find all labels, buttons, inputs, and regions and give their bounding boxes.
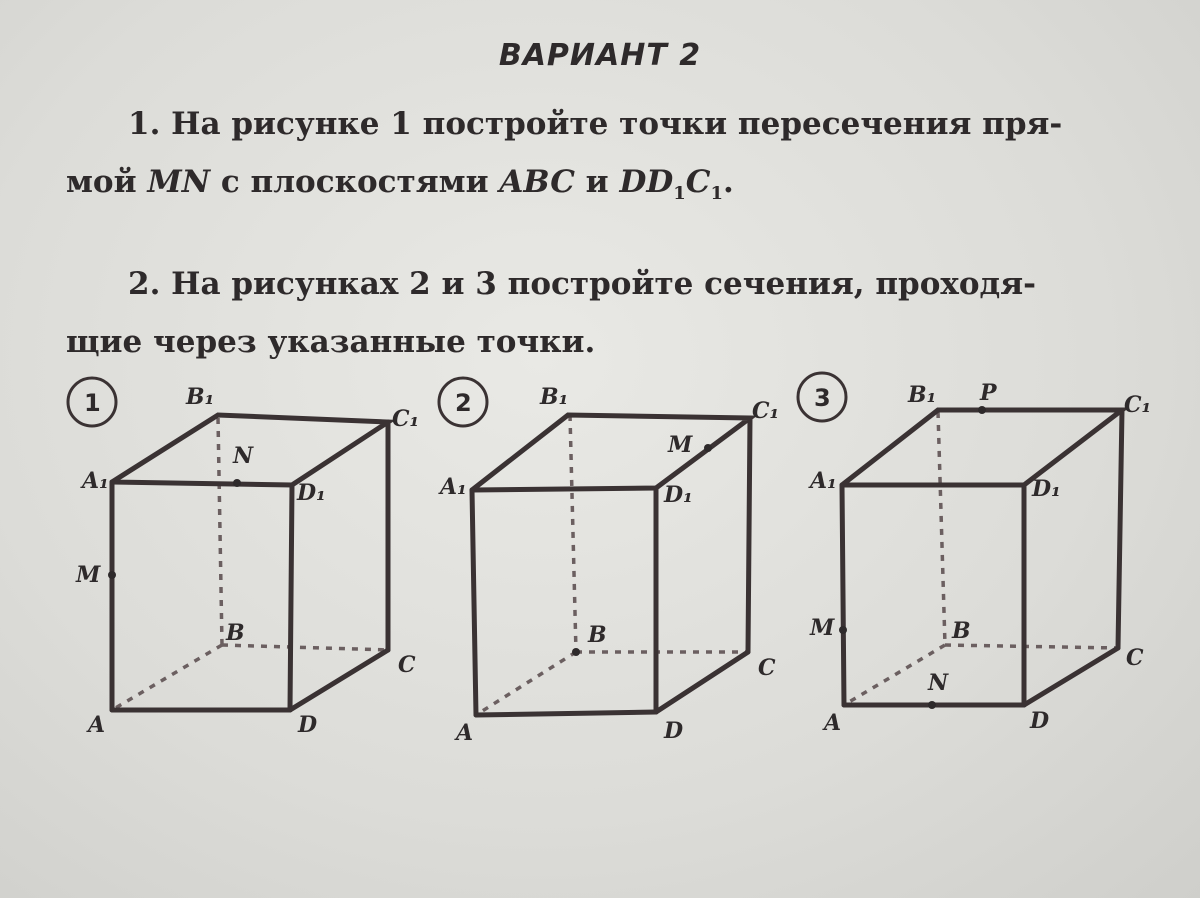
label-n: N <box>232 443 254 469</box>
figure-3-number: 3 <box>814 384 831 412</box>
label-n: N <box>927 670 949 696</box>
hidden-edge-bb1 <box>568 414 578 653</box>
label-c: C <box>1126 645 1144 671</box>
task-1-line-1: 1. На рисунке 1 постройте точки пересече… <box>128 106 1063 142</box>
figure-2: 2 B₁ C₁ A₁ D₁ M B C A D <box>437 376 779 746</box>
label-b: B <box>225 620 245 646</box>
label-b: B <box>587 622 607 648</box>
label-d1: D₁ <box>663 482 693 508</box>
top-face <box>469 412 758 493</box>
figure-1: 1 B₁ C₁ A₁ D₁ N M B C A D <box>66 376 419 738</box>
edge-aa1 <box>839 482 847 708</box>
label-a: A <box>822 710 841 736</box>
hidden-edge-ab <box>475 650 577 717</box>
task-1-line-2: мой MN с плоскостями ABC и DD1C1. <box>66 164 734 205</box>
point-n <box>233 479 241 487</box>
label-c: C <box>758 655 776 681</box>
figure-1-number: 1 <box>84 389 101 417</box>
edge-cc1 <box>1115 407 1125 651</box>
label-b1: B₁ <box>539 384 568 410</box>
point-b <box>572 648 580 656</box>
label-c1: C₁ <box>752 398 779 424</box>
task-2-line-2: щие через указанные точки. <box>66 324 596 360</box>
label-c1: C₁ <box>392 406 419 432</box>
point-p <box>978 406 986 414</box>
label-a: A <box>454 720 473 746</box>
label-a1: A₁ <box>80 468 109 494</box>
edge-ad <box>473 709 659 718</box>
label-m: M <box>809 615 835 641</box>
label-b1: B₁ <box>185 384 214 410</box>
label-p: P <box>979 380 998 406</box>
point-n <box>928 701 936 709</box>
edge-dd1 <box>287 482 295 713</box>
task-2: 2. На рисунках 2 и 3 постройте сечения, … <box>66 255 1156 371</box>
point-m <box>839 626 847 634</box>
hidden-edge-bc <box>221 643 391 652</box>
edge-dc <box>1021 645 1121 708</box>
figure-2-number: 2 <box>455 389 472 417</box>
label-a1: A₁ <box>808 468 837 494</box>
hidden-edge-ab <box>111 643 223 712</box>
hidden-edge-bb1 <box>216 417 224 646</box>
top-face <box>839 407 1130 488</box>
figures-row: 1 B₁ C₁ A₁ D₁ N M B C A D <box>66 371 1151 746</box>
task-1: 1. На рисунке 1 постройте точки пересече… <box>66 95 1156 223</box>
label-d1: D₁ <box>296 480 326 506</box>
label-c1: C₁ <box>1124 392 1151 418</box>
label-c: C <box>398 652 416 678</box>
hidden-edge-bc <box>944 643 1119 650</box>
point-m <box>108 571 116 579</box>
figure-2-number-circle <box>437 376 489 428</box>
label-d: D <box>1029 708 1049 734</box>
label-a1: A₁ <box>438 474 467 500</box>
label-b: B <box>951 618 971 644</box>
figure-1-number-circle <box>66 376 118 428</box>
hidden-edge-bb1 <box>936 411 947 646</box>
figure-3: 3 B₁ P C₁ A₁ D₁ M B C N A D <box>796 371 1151 736</box>
task-2-line-1: 2. На рисунках 2 и 3 постройте сечения, … <box>128 266 1036 302</box>
variant-heading: ВАРИАНТ 2 <box>498 38 702 73</box>
edge-dc <box>287 647 391 713</box>
label-m: M <box>667 432 693 458</box>
edge-dc <box>653 649 751 715</box>
point-m <box>704 444 712 452</box>
label-d: D <box>297 712 317 738</box>
label-d1: D₁ <box>1031 476 1061 502</box>
label-b1: B₁ <box>907 382 936 408</box>
edge-aa1 <box>469 487 479 718</box>
label-d: D <box>663 718 683 744</box>
label-a: A <box>86 712 105 738</box>
edge-cc1 <box>745 415 753 655</box>
figure-3-number-circle <box>796 371 848 423</box>
label-m: M <box>75 562 101 588</box>
